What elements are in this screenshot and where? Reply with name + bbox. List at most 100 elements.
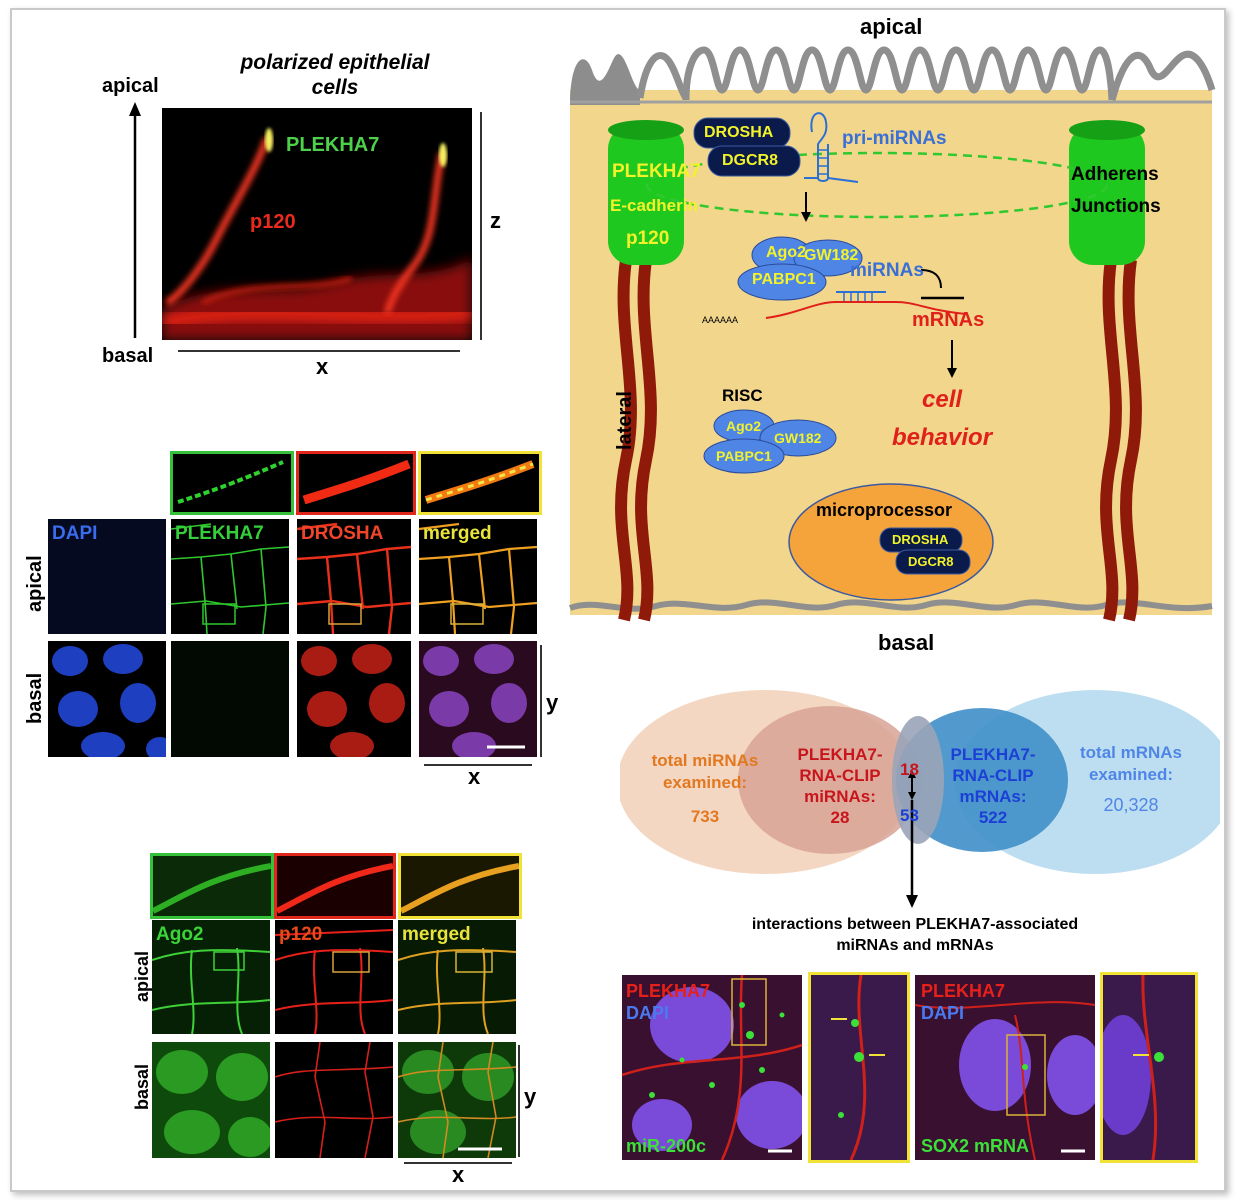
- ml-row-apical-label: apical: [24, 555, 46, 612]
- venn-overlap-bottom: 53: [900, 806, 919, 825]
- bl-x-axis-label: x: [452, 1162, 465, 1187]
- ml-basal-drosha: [297, 641, 411, 760]
- ml-basal-plekha7: [171, 641, 289, 757]
- venn-caption-1: interactions between PLEKHA7-associated: [751, 916, 1079, 933]
- fish-right-dapi: DAPI: [921, 1003, 965, 1023]
- venn-left-value: 733: [690, 807, 720, 826]
- bl-y-axis-label: y: [524, 1084, 537, 1109]
- tl-apical-label: apical: [102, 75, 159, 97]
- venn-inner-left-label: PLEKHA7- RNA-CLIP miRNAs: 28: [780, 744, 900, 828]
- risc-ago2-label: Ago2: [726, 418, 761, 434]
- bl-p120-label: p120: [279, 924, 323, 945]
- fish-left-inset: [808, 972, 910, 1163]
- fish-right-inset: [1100, 972, 1198, 1163]
- mp-dgcr8-label: DGCR8: [908, 554, 954, 569]
- fish-left-plekha7: PLEKHA7: [626, 981, 711, 1001]
- ago2-label: Ago2: [766, 244, 806, 261]
- cell-behavior-label-2: behavior: [892, 424, 993, 451]
- venn-left-label: total miRNAs examined: 733: [640, 750, 770, 828]
- ml-basal-dapi: [48, 641, 174, 761]
- tl-title-line1: polarized epithelial: [240, 51, 430, 74]
- venn-inner-right-label-2: RNA-CLIP: [952, 766, 1034, 785]
- ml-apical-merged: merged: [418, 519, 538, 635]
- tl-plekha7-label: PLEKHA7: [286, 134, 380, 156]
- polya-label: AAAAAA: [702, 315, 739, 325]
- ml-merged-label: merged: [423, 523, 492, 544]
- tl-x-axis-label: x: [316, 354, 329, 379]
- fish-left-main: PLEKHA7 DAPI miR-200c: [621, 974, 808, 1161]
- tl-p120-label: p120: [250, 211, 296, 233]
- venn-right-value: 20,328: [1103, 795, 1159, 815]
- bl-basal-p120: [274, 1041, 394, 1159]
- ml-inset-red: [296, 451, 416, 515]
- fish-left-mir200c: miR-200c: [626, 1136, 707, 1156]
- bl-y-axis-line: [518, 1045, 520, 1157]
- right-junction-label-1: Adherens: [1071, 164, 1159, 185]
- ml-apical-drosha: DROSHA: [296, 519, 412, 635]
- venn-diagram: total miRNAs examined: 733 PLEKHA7- RNA-…: [620, 690, 1220, 910]
- cell-lateral-label: lateral: [614, 391, 636, 450]
- ml-apical-plekha7: PLEKHA7: [170, 519, 290, 635]
- microprocessor-label: microprocessor: [816, 500, 953, 520]
- ml-drosha-label: DROSHA: [301, 523, 384, 544]
- bl-x-axis-line: [404, 1162, 512, 1164]
- fish-right-plekha7: PLEKHA7: [921, 981, 1006, 1001]
- bl-merged-label: merged: [402, 924, 471, 945]
- ml-inset-green: [170, 451, 294, 515]
- cell-basal-label: basal: [878, 630, 935, 655]
- venn-inner-left-label-1: PLEKHA7-: [797, 745, 883, 764]
- left-junction-label-1: PLEKHA7: [612, 161, 701, 182]
- left-junction-label-3: p120: [626, 228, 670, 249]
- pri-mirnas-label: pri-miRNAs: [842, 128, 947, 149]
- venn-right-label: total mRNAs examined: 20,328: [1066, 742, 1196, 816]
- venn-inner-left-value: 28: [830, 808, 850, 827]
- drosha-label: DROSHA: [704, 124, 774, 141]
- bl-ago2-label: Ago2: [156, 924, 204, 945]
- cell-behavior-label-1: cell: [922, 386, 963, 413]
- bl-basal-merged: [397, 1041, 517, 1159]
- cell-apical-label: apical: [860, 14, 923, 39]
- bl-inset-red: [274, 853, 396, 919]
- mrnas-label: mRNAs: [912, 309, 985, 331]
- right-junction-label-2: Junctions: [1071, 196, 1161, 217]
- venn-inner-right-value: 522: [978, 808, 1008, 827]
- pabpc1-label: PABPC1: [752, 271, 816, 288]
- bl-row-basal-label: basal: [132, 1063, 152, 1110]
- venn-caption-2: miRNAs and mRNAs: [836, 937, 994, 954]
- fish-left-dapi: DAPI: [626, 1003, 670, 1023]
- venn-inner-right-label-3: mRNAs:: [959, 787, 1027, 806]
- bl-apical-ago2: Ago2: [151, 920, 271, 1035]
- ml-apical-dapi: DAPI: [48, 519, 166, 634]
- bl-inset-green: [150, 853, 274, 919]
- ml-plekha7-label: PLEKHA7: [175, 523, 264, 544]
- risc-label: RISC: [722, 386, 763, 405]
- bl-apical-merged: merged: [397, 920, 517, 1035]
- venn-right-label-1: total mRNAs: [1079, 743, 1182, 762]
- cell-diagram: apical basal lateral PLEKHA7 E-cadherin …: [566, 14, 1216, 655]
- risc-pabpc1-label: PABPC1: [716, 448, 772, 464]
- venn-overlap-top: 18: [900, 760, 919, 779]
- tl-basal-label: basal: [102, 345, 154, 367]
- venn-left-label-1: total miRNAs: [651, 751, 759, 770]
- left-junction-label-2: E-cadherin: [610, 196, 698, 215]
- mirnas-label: miRNAs: [850, 260, 924, 281]
- venn-right-label-2: examined:: [1088, 765, 1174, 784]
- ml-dapi-label: DAPI: [52, 523, 98, 544]
- tl-title: polarized epithelial cells: [195, 50, 475, 100]
- tl-z-axis-line: [480, 112, 482, 340]
- venn-inner-left-label-2: RNA-CLIP: [799, 766, 881, 785]
- ml-y-axis-line: [540, 645, 542, 757]
- ml-inset-yellow: [418, 451, 542, 515]
- bl-row-apical-label: apical: [132, 950, 152, 1002]
- venn-left-label-2: examined:: [662, 773, 748, 792]
- tl-x-axis-line: [178, 350, 460, 352]
- tl-xz-micrograph: PLEKHA7 p120: [162, 108, 472, 340]
- gw182-label: GW182: [804, 247, 859, 264]
- tl-title-line2: cells: [311, 76, 359, 99]
- ml-x-axis-label: x: [468, 764, 481, 789]
- venn-inner-right-label: PLEKHA7- RNA-CLIP mRNAs: 522: [938, 744, 1048, 828]
- venn-caption: interactions between PLEKHA7-associated …: [690, 914, 1140, 956]
- ml-row-basal-label: basal: [24, 672, 46, 724]
- ml-basal-merged: [419, 641, 537, 760]
- dgcr8-label: DGCR8: [722, 152, 779, 169]
